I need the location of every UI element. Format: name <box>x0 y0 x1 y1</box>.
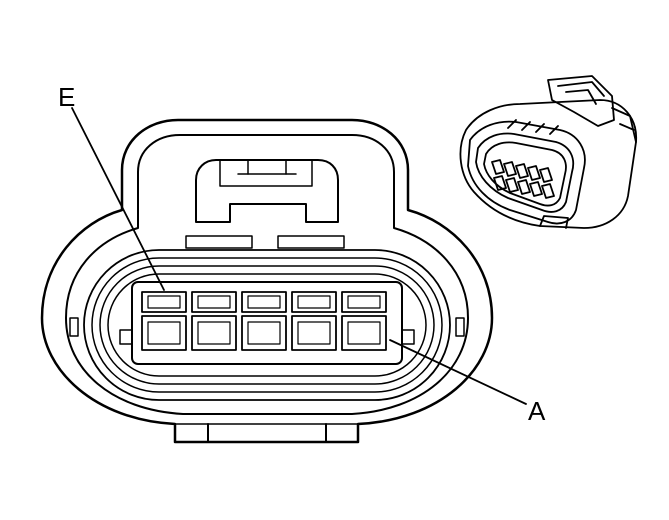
iso-bottom-foot <box>540 216 568 228</box>
terminal-cavity-lower <box>242 316 286 350</box>
terminal-cavity-upper <box>242 292 286 312</box>
locking-tab-slot <box>248 160 286 174</box>
seal-ring-2 <box>92 258 442 392</box>
guide-rail-right <box>278 236 344 248</box>
terminal-cavities <box>142 292 386 350</box>
terminal-cavity-lower <box>142 316 186 350</box>
terminal-housing-lip <box>120 330 414 344</box>
terminal-cavity-lower <box>192 316 236 350</box>
terminal-cavity-lower-inner <box>348 322 380 344</box>
guide-rail-left <box>186 236 252 248</box>
iso-rear-ridge <box>612 108 636 142</box>
callout-leader-e <box>72 108 164 290</box>
callout-label-a: A <box>528 396 546 426</box>
side-pin-left <box>70 318 78 336</box>
seal-ring-1 <box>84 250 450 400</box>
terminal-cavity-upper <box>292 292 336 312</box>
terminal-cavity-lower-inner <box>198 322 230 344</box>
terminal-cavity-upper-inner <box>348 296 380 308</box>
connector-isometric-view <box>460 76 636 228</box>
terminal-cavity-upper-inner <box>148 296 180 308</box>
terminal-cavity-upper-inner <box>298 296 330 308</box>
iso-terminal-row <box>492 160 552 182</box>
terminal-cavity-lower <box>342 316 386 350</box>
iso-terminal-row-lower <box>494 176 554 198</box>
iso-latch-detail <box>558 82 604 104</box>
terminal-cavity-lower-inner <box>248 322 280 344</box>
connector-outer-shell <box>42 120 492 442</box>
iso-body-outline <box>460 100 636 228</box>
iso-latch-block <box>548 76 614 126</box>
terminal-cavity-upper <box>342 292 386 312</box>
callout-leader-a <box>390 340 526 404</box>
seal-ring-4 <box>108 274 426 376</box>
connector-inner-shell <box>66 135 468 414</box>
side-pin-right <box>456 318 464 336</box>
iso-body-front <box>468 122 585 224</box>
callout-label-e: E <box>58 82 76 112</box>
iso-top-ribs <box>508 120 558 134</box>
terminal-cavity-lower <box>292 316 336 350</box>
terminal-housing <box>132 282 402 364</box>
seal-ring-3 <box>100 266 434 384</box>
terminal-cavity-upper <box>142 292 186 312</box>
terminal-cavity-upper-inner <box>198 296 230 308</box>
locking-tab <box>196 160 338 222</box>
iso-seal-ring <box>476 134 573 212</box>
terminal-cavity-lower-inner <box>148 322 180 344</box>
terminal-cavity-upper-inner <box>248 296 280 308</box>
terminal-cavity-upper <box>192 292 236 312</box>
connector-face <box>42 120 492 442</box>
locking-tab-notch <box>220 160 312 186</box>
terminal-cavity-lower-inner <box>298 322 330 344</box>
